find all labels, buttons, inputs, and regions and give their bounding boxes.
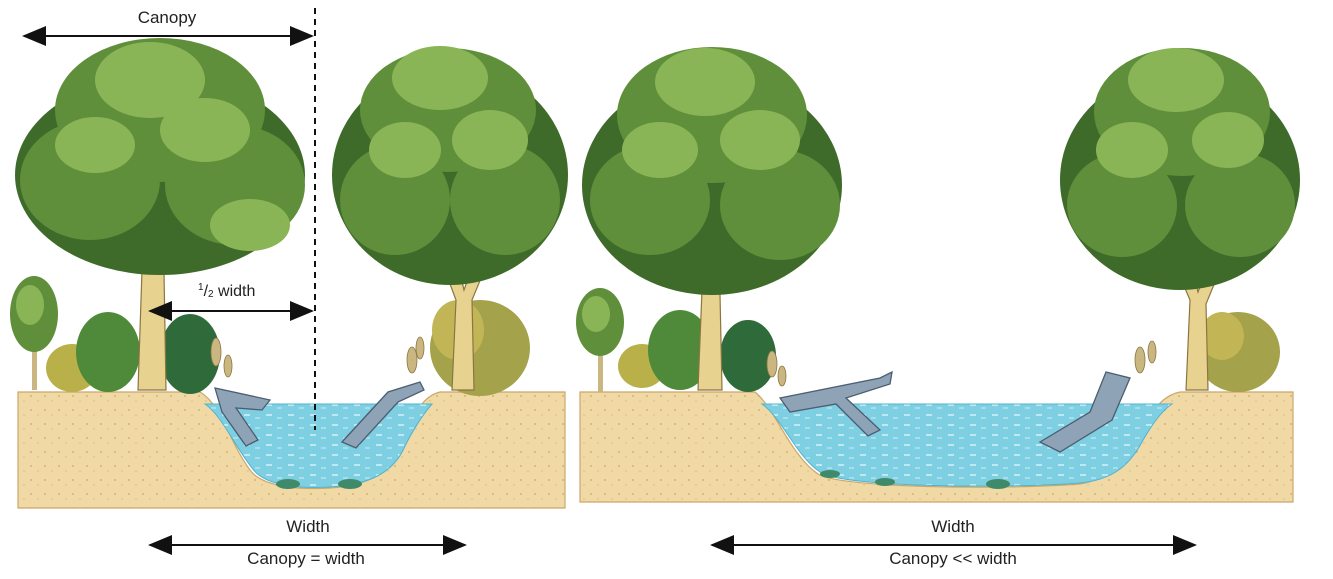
- left-width-label: Width: [286, 517, 329, 537]
- right-width-label: Width: [931, 517, 974, 537]
- large-tree-left: [582, 47, 842, 390]
- stone: [276, 479, 300, 489]
- stone: [820, 470, 840, 478]
- half-width-numerator: 1: [198, 282, 204, 293]
- cattail-reeds: [767, 341, 1156, 386]
- left-scene-narrow-stream: [10, 8, 568, 545]
- small-tree: [576, 288, 624, 392]
- half-width-label: 1/2 width: [198, 282, 255, 301]
- left-caption: Canopy = width: [247, 549, 365, 569]
- stone: [875, 478, 895, 486]
- right-scene-wide-stream: [576, 47, 1300, 545]
- stone: [338, 479, 362, 489]
- right-caption: Canopy << width: [889, 549, 1017, 569]
- cattail-reeds: [211, 337, 424, 377]
- large-tree-left: [15, 38, 305, 390]
- stone: [986, 479, 1010, 489]
- half-width-suffix: width: [214, 283, 256, 300]
- canopy-label: Canopy: [138, 8, 197, 28]
